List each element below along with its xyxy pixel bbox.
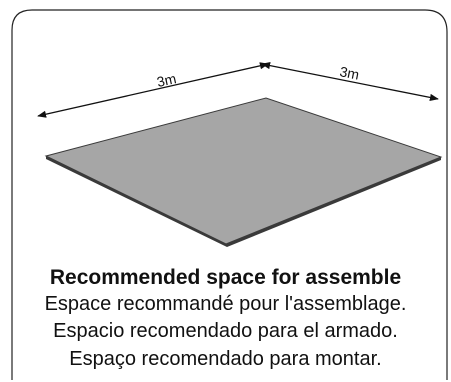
- caption-portuguese: Espaço recomendado para montar.: [69, 348, 382, 370]
- floor-panel: [44, 97, 443, 245]
- width-dimension-arrow: [37, 62, 269, 118]
- frame-border: [11, 9, 448, 380]
- width-dimension-label: 3m: [155, 70, 177, 90]
- caption-spanish: Espacio recomendado para el armado.: [53, 320, 398, 342]
- depth-dimension-label: 3m: [338, 63, 360, 82]
- depth-dimension-arrow: [261, 62, 439, 101]
- caption-english: Recommended space for assemble: [49, 266, 402, 289]
- caption-french: Espace recommandé pour l'assemblage.: [44, 293, 407, 315]
